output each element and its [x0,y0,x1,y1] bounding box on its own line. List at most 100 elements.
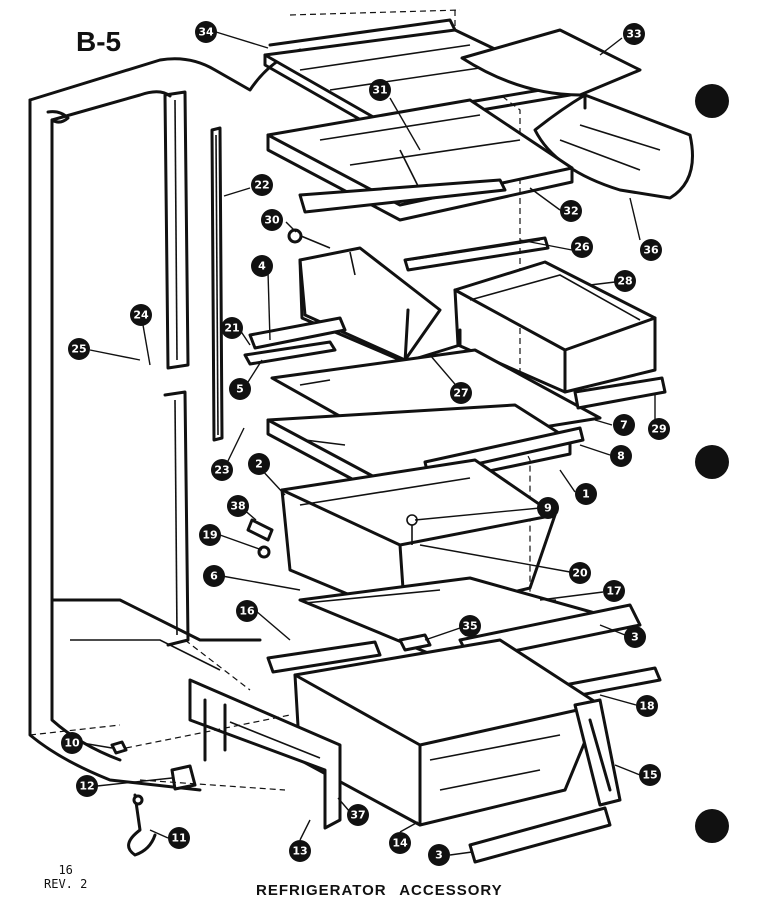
svg-text:37: 37 [350,809,365,822]
callout-34: 34 [195,21,217,43]
svg-text:19: 19 [202,529,217,542]
part-15-bracket [573,698,622,807]
figure-caption: REFRIGERATOR ACCESSORY [256,882,503,899]
svg-text:15: 15 [642,769,657,782]
part-13-bracket [188,678,342,830]
part-16-rail [266,640,382,674]
svg-text:27: 27 [453,387,468,400]
svg-text:38: 38 [230,500,245,513]
callout-15: 15 [639,764,661,786]
svg-text:12: 12 [79,780,94,793]
callout-28: 28 [614,270,636,292]
callout-1: 1 [575,483,597,505]
callout-13: 13 [289,840,311,862]
callout-25: 25 [68,338,90,360]
svg-text:34: 34 [198,26,214,39]
part-4-rail [243,316,347,366]
callouts: 34 33 31 32 36 22 30 26 28 4 24 25 21 5 … [61,21,670,866]
svg-text:5: 5 [236,383,244,396]
callout-10: 10 [61,732,83,754]
callout-18: 18 [636,695,658,717]
callout-21: 21 [221,317,243,339]
part-22-rail [210,126,224,442]
callout-26: 26 [571,236,593,258]
svg-text:8: 8 [617,450,625,463]
binder-hole-middle [695,445,729,479]
callout-36: 36 [640,239,662,261]
callout-16: 16 [236,600,258,622]
callout-19: 19 [199,524,221,546]
revision-label: REV. 2 [44,877,88,891]
svg-text:29: 29 [651,423,666,436]
svg-text:22: 22 [254,179,269,192]
callout-30: 30 [261,209,283,231]
svg-text:36: 36 [643,244,659,257]
callout-2: 2 [248,453,270,475]
callout-6: 6 [203,565,225,587]
svg-text:24: 24 [133,309,149,322]
svg-text:31: 31 [372,84,387,97]
svg-text:25: 25 [71,343,86,356]
callout-4: 4 [251,255,273,277]
svg-text:30: 30 [264,214,280,227]
part-28-drawer [453,260,657,394]
callout-20: 20 [569,562,591,584]
svg-text:21: 21 [224,322,239,335]
callout-27: 27 [450,382,472,404]
svg-text:13: 13 [292,845,307,858]
svg-text:11: 11 [171,832,186,845]
svg-text:20: 20 [572,567,588,580]
svg-text:3: 3 [631,631,639,644]
binder-hole-top [695,84,729,118]
callout-29: 29 [648,418,670,440]
svg-text:17: 17 [606,585,621,598]
callout-37: 37 [347,804,369,826]
svg-text:2: 2 [255,458,263,471]
svg-text:9: 9 [544,502,552,515]
part-10-plug [110,714,291,755]
part-38-fitting [246,518,274,559]
leader-lines [81,31,656,856]
callout-12: 12 [76,775,98,797]
callout-8: 8 [610,445,632,467]
binder-holes [695,84,729,843]
part-36-bin [533,93,694,200]
part-33-cover [460,28,642,97]
svg-text:35: 35 [462,620,477,633]
part-32-shelf [266,98,574,222]
callout-32: 32 [560,200,582,222]
callout-9: 9 [537,497,559,519]
callout-22: 22 [251,174,273,196]
svg-text:16: 16 [239,605,255,618]
part-26-rail [298,178,550,272]
svg-text:10: 10 [64,737,80,750]
svg-text:3: 3 [435,849,443,862]
svg-text:33: 33 [626,28,641,41]
callout-11: 11 [168,827,190,849]
callout-5: 5 [229,378,251,400]
part-11-clip [127,793,157,857]
callout-31: 31 [369,79,391,101]
svg-text:7: 7 [620,419,628,432]
part-30-knob [287,228,331,249]
svg-text:28: 28 [617,275,632,288]
callout-33: 33 [623,23,645,45]
callout-24: 24 [130,304,152,326]
svg-text:4: 4 [258,260,266,273]
page-title: B-5 [76,26,122,57]
binder-hole-bottom [695,809,729,843]
svg-text:18: 18 [639,700,654,713]
svg-text:1: 1 [582,488,590,501]
page-number: 16 [58,863,73,877]
svg-text:32: 32 [563,205,578,218]
callout-3-bottom: 3 [428,844,450,866]
part-12-fitting [139,764,286,791]
svg-text:23: 23 [214,464,229,477]
callout-3: 3 [624,626,646,648]
callout-17: 17 [603,580,625,602]
cabinet-liner [28,48,302,792]
callout-35: 35 [459,615,481,637]
part-27-drawer [298,246,462,364]
svg-text:6: 6 [210,570,218,583]
